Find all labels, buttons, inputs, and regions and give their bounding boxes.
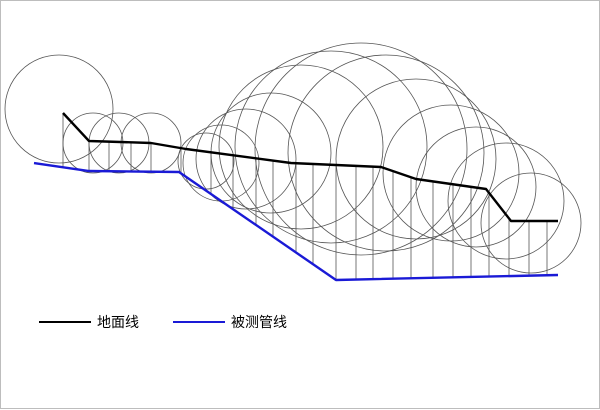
detection-circle: [287, 54, 485, 252]
legend-pipe-line: 被测管线: [173, 312, 287, 332]
ground-line: [62, 112, 558, 223]
pipe-line-swatch: [173, 321, 225, 323]
detection-circle: [415, 126, 537, 248]
ground-line-swatch: [39, 321, 91, 323]
detection-circle: [447, 142, 565, 260]
detection-circle: [195, 108, 297, 210]
detection-circle: [254, 42, 468, 256]
legend-ground-label: 地面线: [97, 315, 139, 331]
detection-circle: [382, 104, 520, 242]
legend-ground-line: 地面线: [39, 312, 139, 332]
detection-circle: [218, 64, 384, 230]
detection-circle: [480, 172, 582, 274]
detection-circle: [234, 50, 428, 244]
detection-circle: [182, 124, 260, 202]
detection-circle: [4, 54, 114, 164]
pipe-line: [33, 161, 559, 282]
legend-pipe-label: 被测管线: [231, 315, 287, 331]
vertical-drop-lines: [62, 113, 548, 280]
detection-circles: [4, 42, 582, 274]
detection-circle: [177, 132, 235, 190]
detection-circle: [335, 78, 497, 240]
